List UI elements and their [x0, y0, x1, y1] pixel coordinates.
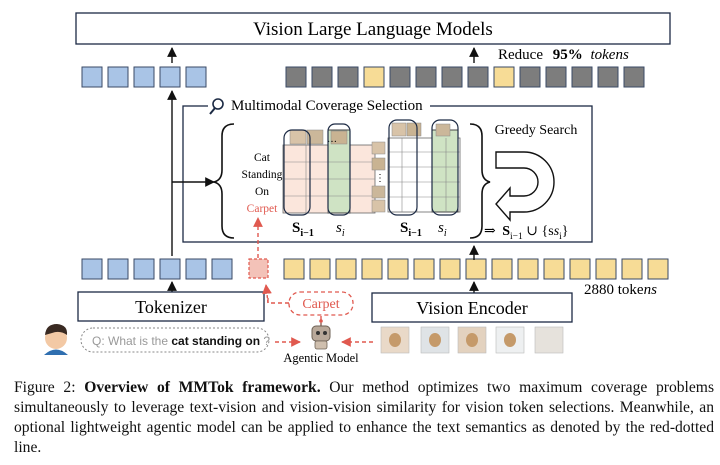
s-i-label-1: si	[336, 220, 345, 239]
question-text: Q: What is the cat standing on ?	[92, 334, 270, 348]
carpet-bubble-label: Carpet	[302, 297, 339, 312]
vision-vision-matrix: ⋮	[371, 119, 461, 216]
magnifier-icon	[209, 98, 224, 115]
vision-token	[309, 258, 331, 280]
dropped-vision-token	[571, 66, 593, 88]
top-text-token-row	[81, 66, 207, 88]
input-frame	[457, 326, 487, 354]
reduce-label: Reduce 95% tokens	[498, 47, 629, 63]
bottom-text-token-row	[81, 258, 233, 280]
input-frames	[380, 326, 564, 354]
dropped-vision-token	[519, 66, 541, 88]
vision-token	[543, 258, 565, 280]
user-avatar-icon	[44, 324, 68, 355]
vision-token	[491, 258, 513, 280]
caption-title: Overview of MMTok framework.	[84, 379, 321, 396]
input-frame	[495, 326, 525, 354]
vision-token	[517, 258, 539, 280]
vision-token	[413, 258, 435, 280]
figure-caption: Figure 2: Overview of MMTok framework. O…	[14, 378, 714, 458]
text-token	[133, 258, 155, 280]
text-token	[107, 66, 129, 88]
dropped-vision-token	[389, 66, 411, 88]
right-brace	[469, 123, 491, 239]
text-token	[211, 258, 233, 280]
dropped-vision-token	[311, 66, 333, 88]
s-prev-label-1: Si−1	[292, 220, 314, 239]
dropped-vision-token	[337, 66, 359, 88]
vision-token	[465, 258, 487, 280]
vision-token	[647, 258, 669, 280]
word-list: Cat Standing On Carpet	[242, 152, 283, 215]
text-token	[159, 258, 181, 280]
caption-body: Our method optimizes two maximum coverag…	[14, 379, 715, 456]
text-token	[133, 66, 155, 88]
dropped-vision-token	[623, 66, 645, 88]
top-vision-token-row	[285, 66, 645, 88]
dropped-vision-token	[285, 66, 307, 88]
text-token	[159, 66, 181, 88]
vision-token	[439, 258, 461, 280]
vlm-box	[75, 12, 671, 45]
text-token	[107, 258, 129, 280]
mmtok-framework-diagram: Vision Large Language Models Reduce 95% …	[44, 12, 671, 365]
matrix-ellipsis: …	[327, 134, 337, 145]
dropped-vision-token	[467, 66, 489, 88]
svg-text:⋮: ⋮	[375, 173, 385, 184]
caption-label: Figure 2:	[14, 379, 85, 396]
text-vision-matrix: …	[282, 123, 376, 216]
word-standing: Standing	[242, 169, 283, 181]
left-brace	[213, 123, 235, 239]
vision-token	[595, 258, 617, 280]
agentic-model-icon	[311, 319, 331, 350]
vision-encoder-label: Vision Encoder	[416, 298, 527, 318]
carpet-bubble	[288, 291, 354, 316]
tokenizer-box	[77, 291, 265, 322]
union-update-rule: ⇒ Si−1 ∪ {ssi}	[484, 224, 569, 243]
input-frame	[380, 326, 410, 354]
input-frame	[420, 326, 450, 354]
word-on: On	[255, 186, 269, 198]
agentic-text-token	[248, 258, 269, 279]
dropped-vision-token	[597, 66, 619, 88]
s-i-label-2: si	[438, 220, 447, 239]
greedy-search-label: Greedy Search	[495, 123, 578, 138]
text-token	[81, 66, 103, 88]
text-token	[185, 66, 207, 88]
dropped-vision-token	[441, 66, 463, 88]
vision-encoder-box	[371, 292, 573, 323]
text-token	[185, 258, 207, 280]
word-carpet: Carpet	[247, 203, 278, 215]
tokenizer-label: Tokenizer	[135, 297, 207, 317]
agentic-model-label: Agentic Model	[283, 351, 359, 365]
input-frame	[534, 326, 564, 354]
vision-token	[283, 258, 305, 280]
vision-token	[335, 258, 357, 280]
vision-token	[387, 258, 409, 280]
token-count-label: 2880 tokens	[584, 282, 657, 298]
selected-vision-token	[363, 66, 385, 88]
vision-token	[361, 258, 383, 280]
vision-token	[621, 258, 643, 280]
s-prev-label-2: Si−1	[400, 220, 422, 239]
vlm-title: Vision Large Language Models	[253, 19, 493, 40]
dropped-vision-token	[545, 66, 567, 88]
bottom-vision-token-row	[283, 258, 669, 280]
coverage-title: Multimodal Coverage Selection	[231, 98, 423, 114]
text-token	[81, 258, 103, 280]
vision-token	[569, 258, 591, 280]
question-bubble	[80, 327, 270, 353]
word-cat: Cat	[254, 152, 271, 164]
greedy-loop-arrow	[495, 151, 555, 222]
bubble-to-tokenizer-arrow	[262, 284, 272, 304]
selected-vision-token	[493, 66, 515, 88]
dropped-vision-token	[415, 66, 437, 88]
